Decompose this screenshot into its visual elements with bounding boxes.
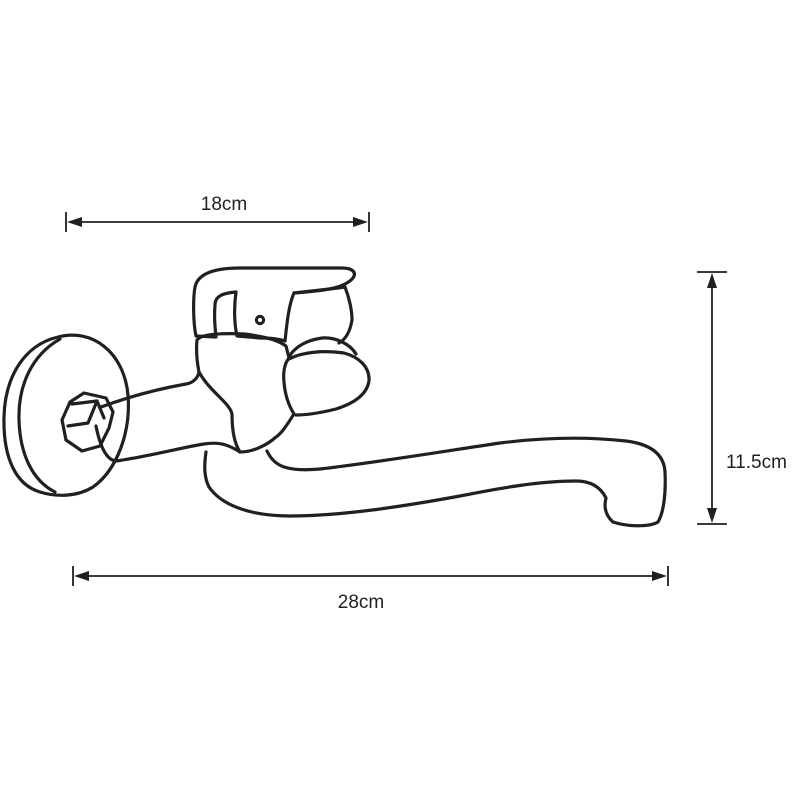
central-body — [195, 332, 296, 454]
wall-flange — [2, 333, 131, 497]
dimension-height: 11.5cm — [697, 271, 787, 525]
swivel-spout — [203, 436, 667, 528]
lever-handle — [192, 266, 356, 343]
dim-bottom-label: 28cm — [338, 592, 384, 613]
dim-right-arrow-top — [707, 273, 717, 288]
right-cap-nut — [287, 336, 358, 359]
dim-right-label: 11.5cm — [726, 452, 787, 473]
dim-top-arrow-right — [353, 217, 368, 227]
dim-right-arrow-bottom — [707, 508, 717, 523]
right-body-section — [287, 350, 371, 417]
lever-indicator-dot — [254, 314, 266, 326]
wall-flange-inner-edge — [17, 337, 62, 494]
wall-mounted-faucet-drawing — [2, 266, 667, 528]
dimension-top-width: 18cm — [65, 194, 370, 232]
dim-top-label: 18cm — [201, 194, 247, 215]
hex-nut-face — [66, 399, 106, 428]
lever-handle-base — [292, 285, 354, 345]
dim-bottom-arrow-right — [652, 571, 667, 581]
hex-nut — [60, 391, 115, 453]
dimension-total-length: 28cm — [72, 566, 669, 613]
dim-top-arrow-left — [67, 217, 82, 227]
dim-bottom-arrow-left — [74, 571, 89, 581]
left-arm — [94, 370, 242, 463]
